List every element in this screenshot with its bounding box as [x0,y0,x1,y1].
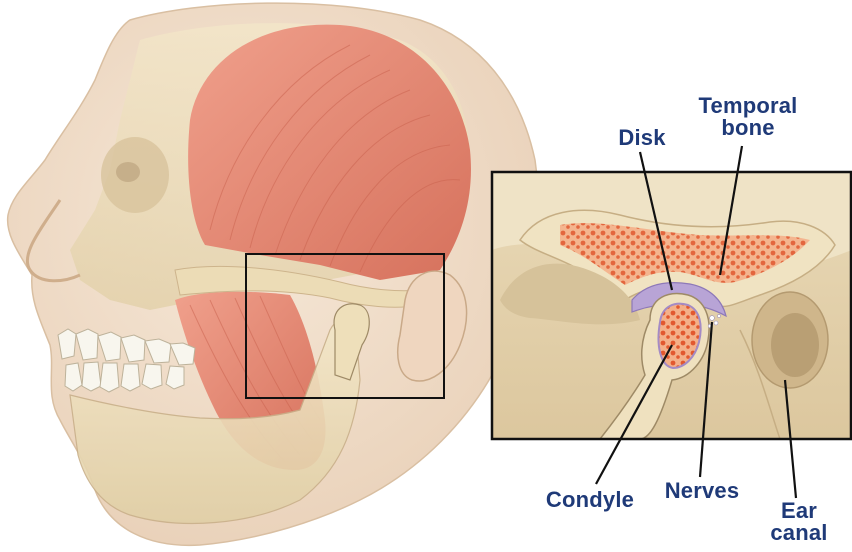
inset-detail [492,172,852,439]
label-temporal-bone: Temporal bone [688,95,808,139]
label-ear-canal: Ear canal [764,500,834,544]
label-nerves: Nerves [656,480,748,502]
label-disk: Disk [606,127,678,149]
head-illustration [8,3,538,545]
label-condyle: Condyle [540,489,640,511]
